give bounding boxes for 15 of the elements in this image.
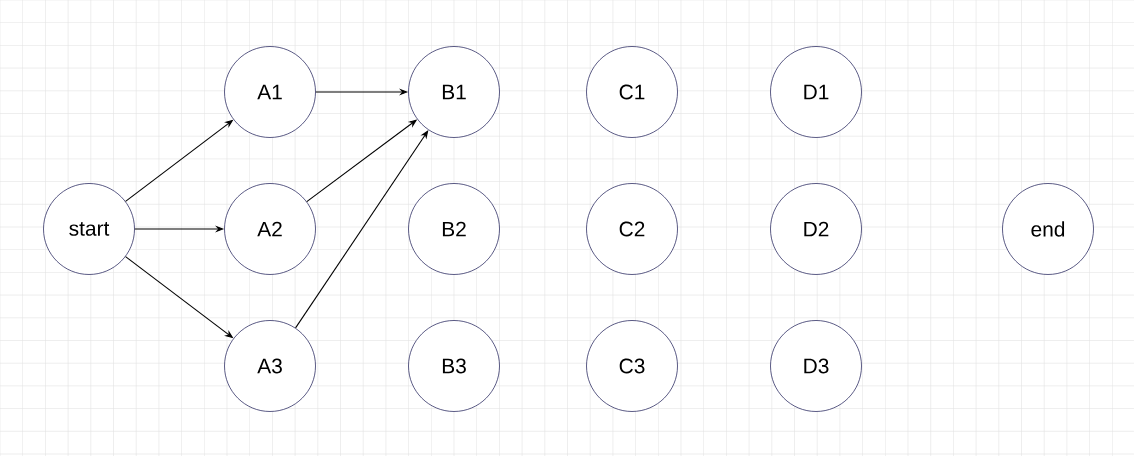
circle-node: D3 (770, 320, 862, 412)
circle-node: A3 (224, 320, 316, 412)
circle-node: A2 (224, 183, 316, 275)
circle-node: B2 (408, 183, 500, 275)
circle-node: end (1002, 183, 1094, 275)
circle-node: start (43, 183, 135, 275)
circle-node: B1 (408, 46, 500, 138)
arrow (295, 130, 429, 329)
circle-node: B3 (408, 320, 500, 412)
circle-node: C3 (586, 320, 678, 412)
circle-node: D2 (770, 183, 862, 275)
circle-node: C2 (586, 183, 678, 275)
circle-node: A1 (224, 46, 316, 138)
circle-node: D1 (770, 46, 862, 138)
circle-node: C1 (586, 46, 678, 138)
